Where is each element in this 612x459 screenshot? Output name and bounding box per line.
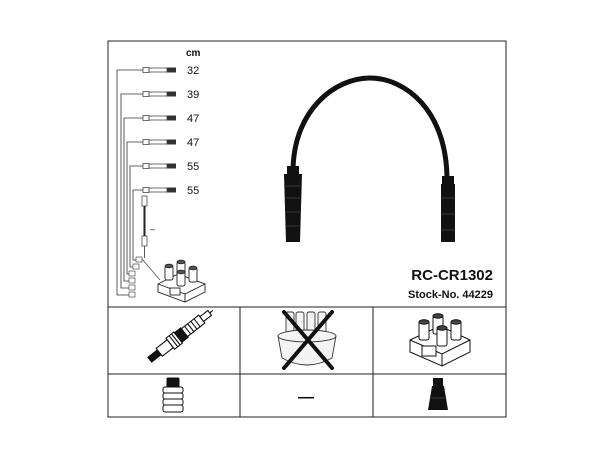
length-label-5: 55 — [187, 161, 199, 173]
rubber-boot-icon — [428, 378, 448, 410]
cable-arc — [290, 75, 450, 183]
length-label-2: 39 — [187, 89, 199, 101]
length-label-1: 32 — [187, 65, 199, 77]
frame-grid — [107, 40, 507, 418]
straight-boot-connector-icon — [162, 377, 184, 413]
stock-number: Stock-No. 44229 — [408, 289, 493, 301]
legend-row-4: 47 — [142, 137, 199, 149]
part-info: RC-CR1302 Stock-No. 44229 — [408, 267, 493, 301]
cable-boot-left — [284, 166, 302, 242]
unit-label: cm — [186, 48, 201, 59]
legend-row-6: 55 — [142, 185, 199, 197]
distributor-cap-crossed-icon — [277, 310, 337, 370]
coil-lead: – — [141, 195, 155, 258]
legend-row-1: 32 — [142, 65, 199, 77]
outer-frame — [107, 40, 507, 418]
coil-lead-dash: – — [150, 224, 155, 234]
length-label-4: 47 — [187, 137, 199, 149]
legend-row-3: 47 — [142, 113, 199, 125]
legend-row-5: 55 — [142, 161, 199, 173]
length-label-6: 55 — [187, 185, 199, 197]
legend-spines — [116, 69, 143, 296]
legend-row-2: 39 — [142, 89, 199, 101]
spark-plug-icon — [147, 309, 214, 363]
ignition-cable-illustration — [284, 75, 455, 242]
no-part-dash: — — [298, 389, 314, 406]
part-number: RC-CR1302 — [411, 267, 493, 284]
terminal-stack — [128, 256, 161, 298]
cable-length-legend: cm 32 39 47 — [116, 48, 206, 303]
coil-pack-small-icon — [157, 259, 206, 303]
length-label-3: 47 — [187, 113, 199, 125]
ignition-coil-icon — [409, 313, 471, 367]
cable-connector-right — [441, 176, 455, 242]
